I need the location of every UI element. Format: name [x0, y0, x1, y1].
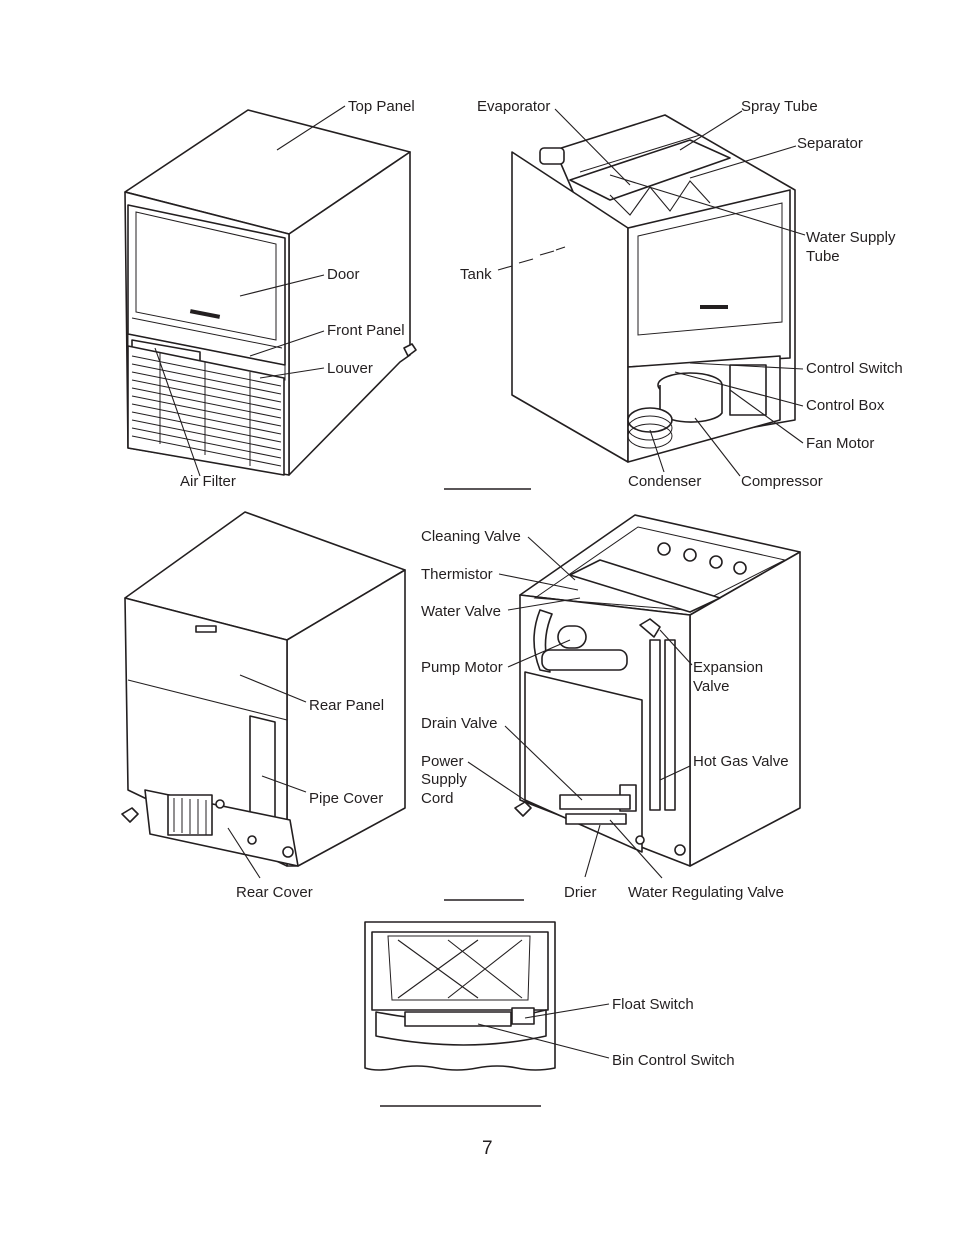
label-separator: Separator	[797, 135, 863, 152]
label-thermistor: Thermistor	[421, 566, 493, 583]
label-rear-cover: Rear Cover	[236, 884, 313, 901]
bin-view-figure: Float Switch Bin Control Switch	[364, 921, 735, 1071]
label-control-box: Control Box	[806, 397, 885, 414]
label-water-supply-tube-line2: Tube	[806, 248, 840, 265]
label-bin-control-switch: Bin Control Switch	[612, 1052, 735, 1069]
label-door: Door	[327, 266, 360, 283]
label-float-switch: Float Switch	[612, 996, 694, 1013]
label-hot-gas-valve: Hot Gas Valve	[693, 753, 789, 770]
label-cleaning-valve: Cleaning Valve	[421, 528, 521, 545]
label-expansion-valve-line2: Valve	[693, 678, 729, 695]
label-top-panel: Top Panel	[348, 98, 415, 115]
page-number: 7	[482, 1138, 493, 1159]
label-spray-tube: Spray Tube	[741, 98, 818, 115]
label-pump-motor: Pump Motor	[421, 659, 503, 676]
label-water-valve: Water Valve	[421, 603, 501, 620]
label-power-supply-cord-line2: Supply	[421, 771, 467, 788]
label-power-supply-cord-line3: Cord	[421, 790, 454, 807]
label-expansion-valve-line1: Expansion	[693, 659, 763, 676]
label-evaporator: Evaporator	[477, 98, 550, 115]
front-view-figure: Top Panel Door Front Panel Louver Air Fi…	[124, 98, 417, 490]
label-drain-valve: Drain Valve	[421, 715, 497, 732]
label-rear-panel: Rear Panel	[309, 697, 384, 714]
rear-view-figure: Rear Panel Pipe Cover Rear Cover	[121, 511, 406, 901]
label-drier: Drier	[564, 884, 597, 901]
label-louver: Louver	[327, 360, 373, 377]
label-air-filter: Air Filter	[180, 473, 236, 490]
label-compressor: Compressor	[741, 473, 823, 490]
interior-front-view-figure: Evaporator Spray Tube Separator Water Su…	[460, 98, 903, 490]
label-front-panel: Front Panel	[327, 322, 405, 339]
label-water-supply-tube-line1: Water Supply	[806, 229, 896, 246]
label-water-regulating-valve: Water Regulating Valve	[628, 884, 784, 901]
label-control-switch: Control Switch	[806, 360, 903, 377]
label-condenser: Condenser	[628, 473, 701, 490]
label-pipe-cover: Pipe Cover	[309, 790, 383, 807]
label-fan-motor: Fan Motor	[806, 435, 874, 452]
label-tank: Tank	[460, 266, 492, 283]
louver-grille	[127, 345, 285, 476]
interior-rear-view-figure: Cleaning Valve Thermistor Water Valve Pu…	[421, 514, 801, 901]
label-power-supply-cord-line1: Power	[421, 753, 464, 770]
